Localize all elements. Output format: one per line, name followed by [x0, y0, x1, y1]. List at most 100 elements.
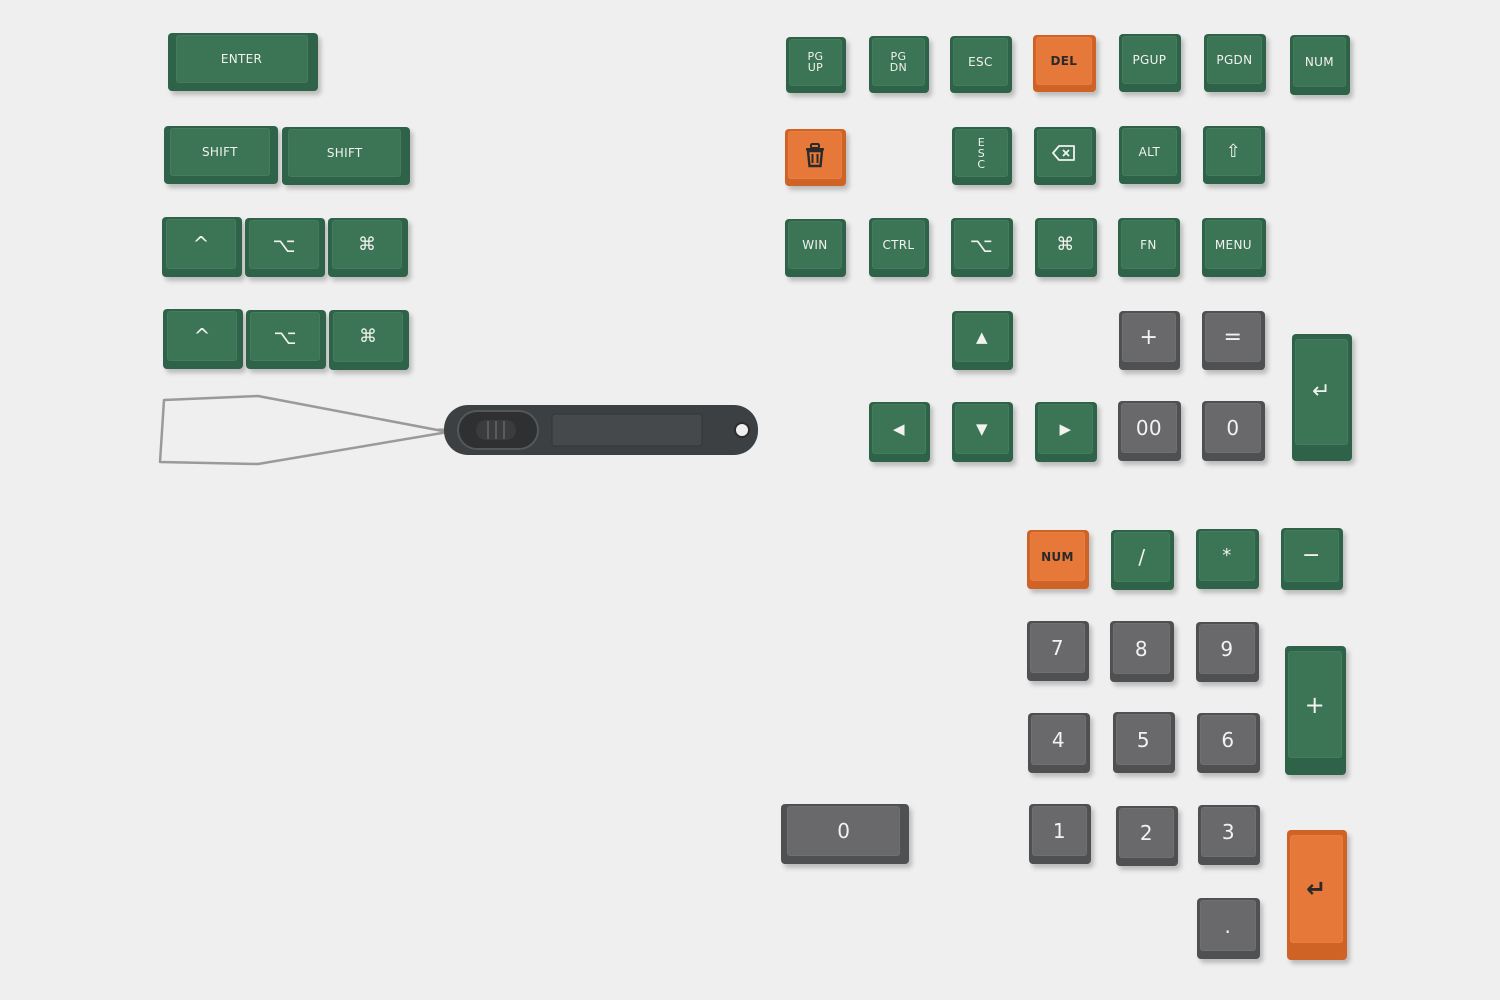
trash-icon — [803, 142, 827, 168]
command-symbol-key-3: ⌘ — [1035, 218, 1097, 277]
alt-key: ALT — [1119, 126, 1181, 184]
keycap-top: 7 — [1030, 623, 1085, 674]
keycap-legend: E S C — [977, 135, 986, 171]
keycap-legend: ◀ — [892, 419, 905, 438]
keycap-legend: CTRL — [882, 237, 915, 252]
keycap-top: ^ — [166, 219, 237, 270]
keycap-legend: 4 — [1051, 728, 1065, 753]
shift-key-1: SHIFT — [164, 126, 278, 184]
shift-arrow-key: ⇧ — [1203, 126, 1265, 184]
return-tall-key: ↵ — [1292, 334, 1352, 461]
keycap-top: ⌘ — [1038, 220, 1093, 270]
ctrl-key: CTRL — [869, 218, 929, 277]
pgdn-key: PGDN — [1204, 34, 1266, 92]
keycap-top: ▶ — [1038, 404, 1093, 455]
keycap-legend: ↵ — [1306, 875, 1327, 904]
keycap-legend: ENTER — [220, 52, 263, 67]
keycap-top: NUM — [1030, 532, 1085, 582]
keycap-top: ⇧ — [1206, 128, 1261, 177]
keycap-top: + — [1122, 313, 1176, 363]
keycap-top: = — [1205, 313, 1261, 363]
keycap-legend: 5 — [1136, 727, 1150, 752]
keycap-legend: ↵ — [1312, 378, 1331, 404]
keycap-top: ↵ — [1295, 339, 1348, 445]
numpad-0-wide-key: 0 — [781, 804, 909, 864]
keycap-top: FN — [1121, 220, 1176, 270]
keycap-legend: ▼ — [975, 419, 988, 438]
keycap-legend: ⌥ — [273, 324, 297, 349]
keycap-legend: ⌘ — [358, 233, 377, 255]
keycap-top: 1 — [1032, 806, 1087, 857]
keycap-legend: PG UP — [807, 50, 824, 75]
keycap-legend: 2 — [1139, 821, 1153, 846]
divide-key: / — [1111, 530, 1174, 590]
keycap-legend: PG DN — [889, 49, 908, 74]
keycap-top: ▼ — [955, 404, 1009, 455]
option-symbol-key-1: ⌥ — [245, 218, 325, 277]
shift-key-2: SHIFT — [282, 127, 410, 185]
keycap-top: ◀ — [872, 404, 926, 455]
keycap-top: 9 — [1199, 624, 1255, 675]
multiply-key: * — [1196, 529, 1259, 589]
keycap-top: 3 — [1201, 807, 1256, 858]
arrow-up-key: ▲ — [952, 311, 1013, 370]
keycap-legend: WIN — [802, 238, 828, 253]
keycap-top: 00 — [1121, 403, 1177, 454]
numpad-9-key: 9 — [1196, 622, 1259, 682]
keycap-top: 6 — [1200, 715, 1256, 766]
keycap-legend: MENU — [1214, 237, 1252, 252]
keycap-legend: + — [1304, 690, 1326, 719]
keycap-legend: SHIFT — [202, 145, 238, 160]
keycap-top: * — [1199, 531, 1255, 582]
keycap-legend: 1 — [1052, 819, 1066, 844]
keycap-top: WIN — [788, 221, 842, 270]
keycap-legend: ⌥ — [272, 232, 296, 257]
plus-key: + — [1119, 311, 1180, 370]
keycap-top: ^ — [167, 311, 238, 362]
keycap-legend: + — [1139, 324, 1159, 350]
keycap-top: ⌥ — [249, 220, 320, 270]
keycap-top: ⌘ — [332, 220, 403, 270]
command-symbol-key-2: ⌘ — [329, 310, 409, 370]
keycap-top: . — [1200, 900, 1256, 952]
keycap-legend: DEL — [1050, 53, 1078, 68]
zero-key-small: 0 — [1202, 401, 1265, 461]
numpad-6-key: 6 — [1197, 713, 1260, 773]
keycap-legend: ALT — [1138, 145, 1161, 160]
keycap-legend: 7 — [1050, 636, 1064, 661]
pgup-key: PGUP — [1119, 34, 1181, 92]
backspace-icon — [1052, 145, 1076, 162]
keycap-legend: . — [1224, 913, 1232, 938]
keycap-top: ⌘ — [333, 312, 404, 363]
keycap-legend: = — [1223, 324, 1243, 350]
keycap-top: CTRL — [872, 220, 925, 270]
keycap-top — [788, 131, 842, 179]
keycap-legend: SHIFT — [326, 146, 363, 161]
keycap-legend: ESC — [968, 54, 993, 69]
keycap-top: PGDN — [1207, 36, 1262, 85]
keycap-legend: NUM — [1304, 55, 1334, 70]
keycap-legend: ⇧ — [1225, 141, 1242, 163]
equals-key: = — [1202, 311, 1265, 370]
keycap-top: PG DN — [872, 38, 925, 86]
numpad-7-key: 7 — [1027, 621, 1089, 681]
keycap-legend: ▶ — [1059, 419, 1072, 438]
numpad-1-key: 1 — [1029, 804, 1091, 864]
keycap-top: ESC — [953, 38, 1008, 86]
keycap-legend: ⌘ — [1056, 233, 1075, 255]
keycap-top: / — [1114, 532, 1170, 583]
keycap-top: ↵ — [1290, 835, 1343, 944]
pg-dn-key: PG DN — [869, 36, 929, 93]
backspace-key — [1034, 127, 1096, 185]
command-symbol-key-1: ⌘ — [328, 218, 408, 277]
keycap-top: ▲ — [955, 313, 1009, 363]
ctrl-symbol-key-1: ^ — [162, 217, 242, 277]
keycap-top: 4 — [1031, 715, 1086, 766]
menu-key: MENU — [1202, 218, 1266, 277]
keycap-legend: 8 — [1134, 636, 1148, 661]
keycap-legend: FN — [1140, 237, 1157, 252]
keycap-top: 0 — [787, 806, 901, 857]
del-key: DEL — [1033, 35, 1096, 92]
keycap-legend: 6 — [1221, 728, 1235, 753]
